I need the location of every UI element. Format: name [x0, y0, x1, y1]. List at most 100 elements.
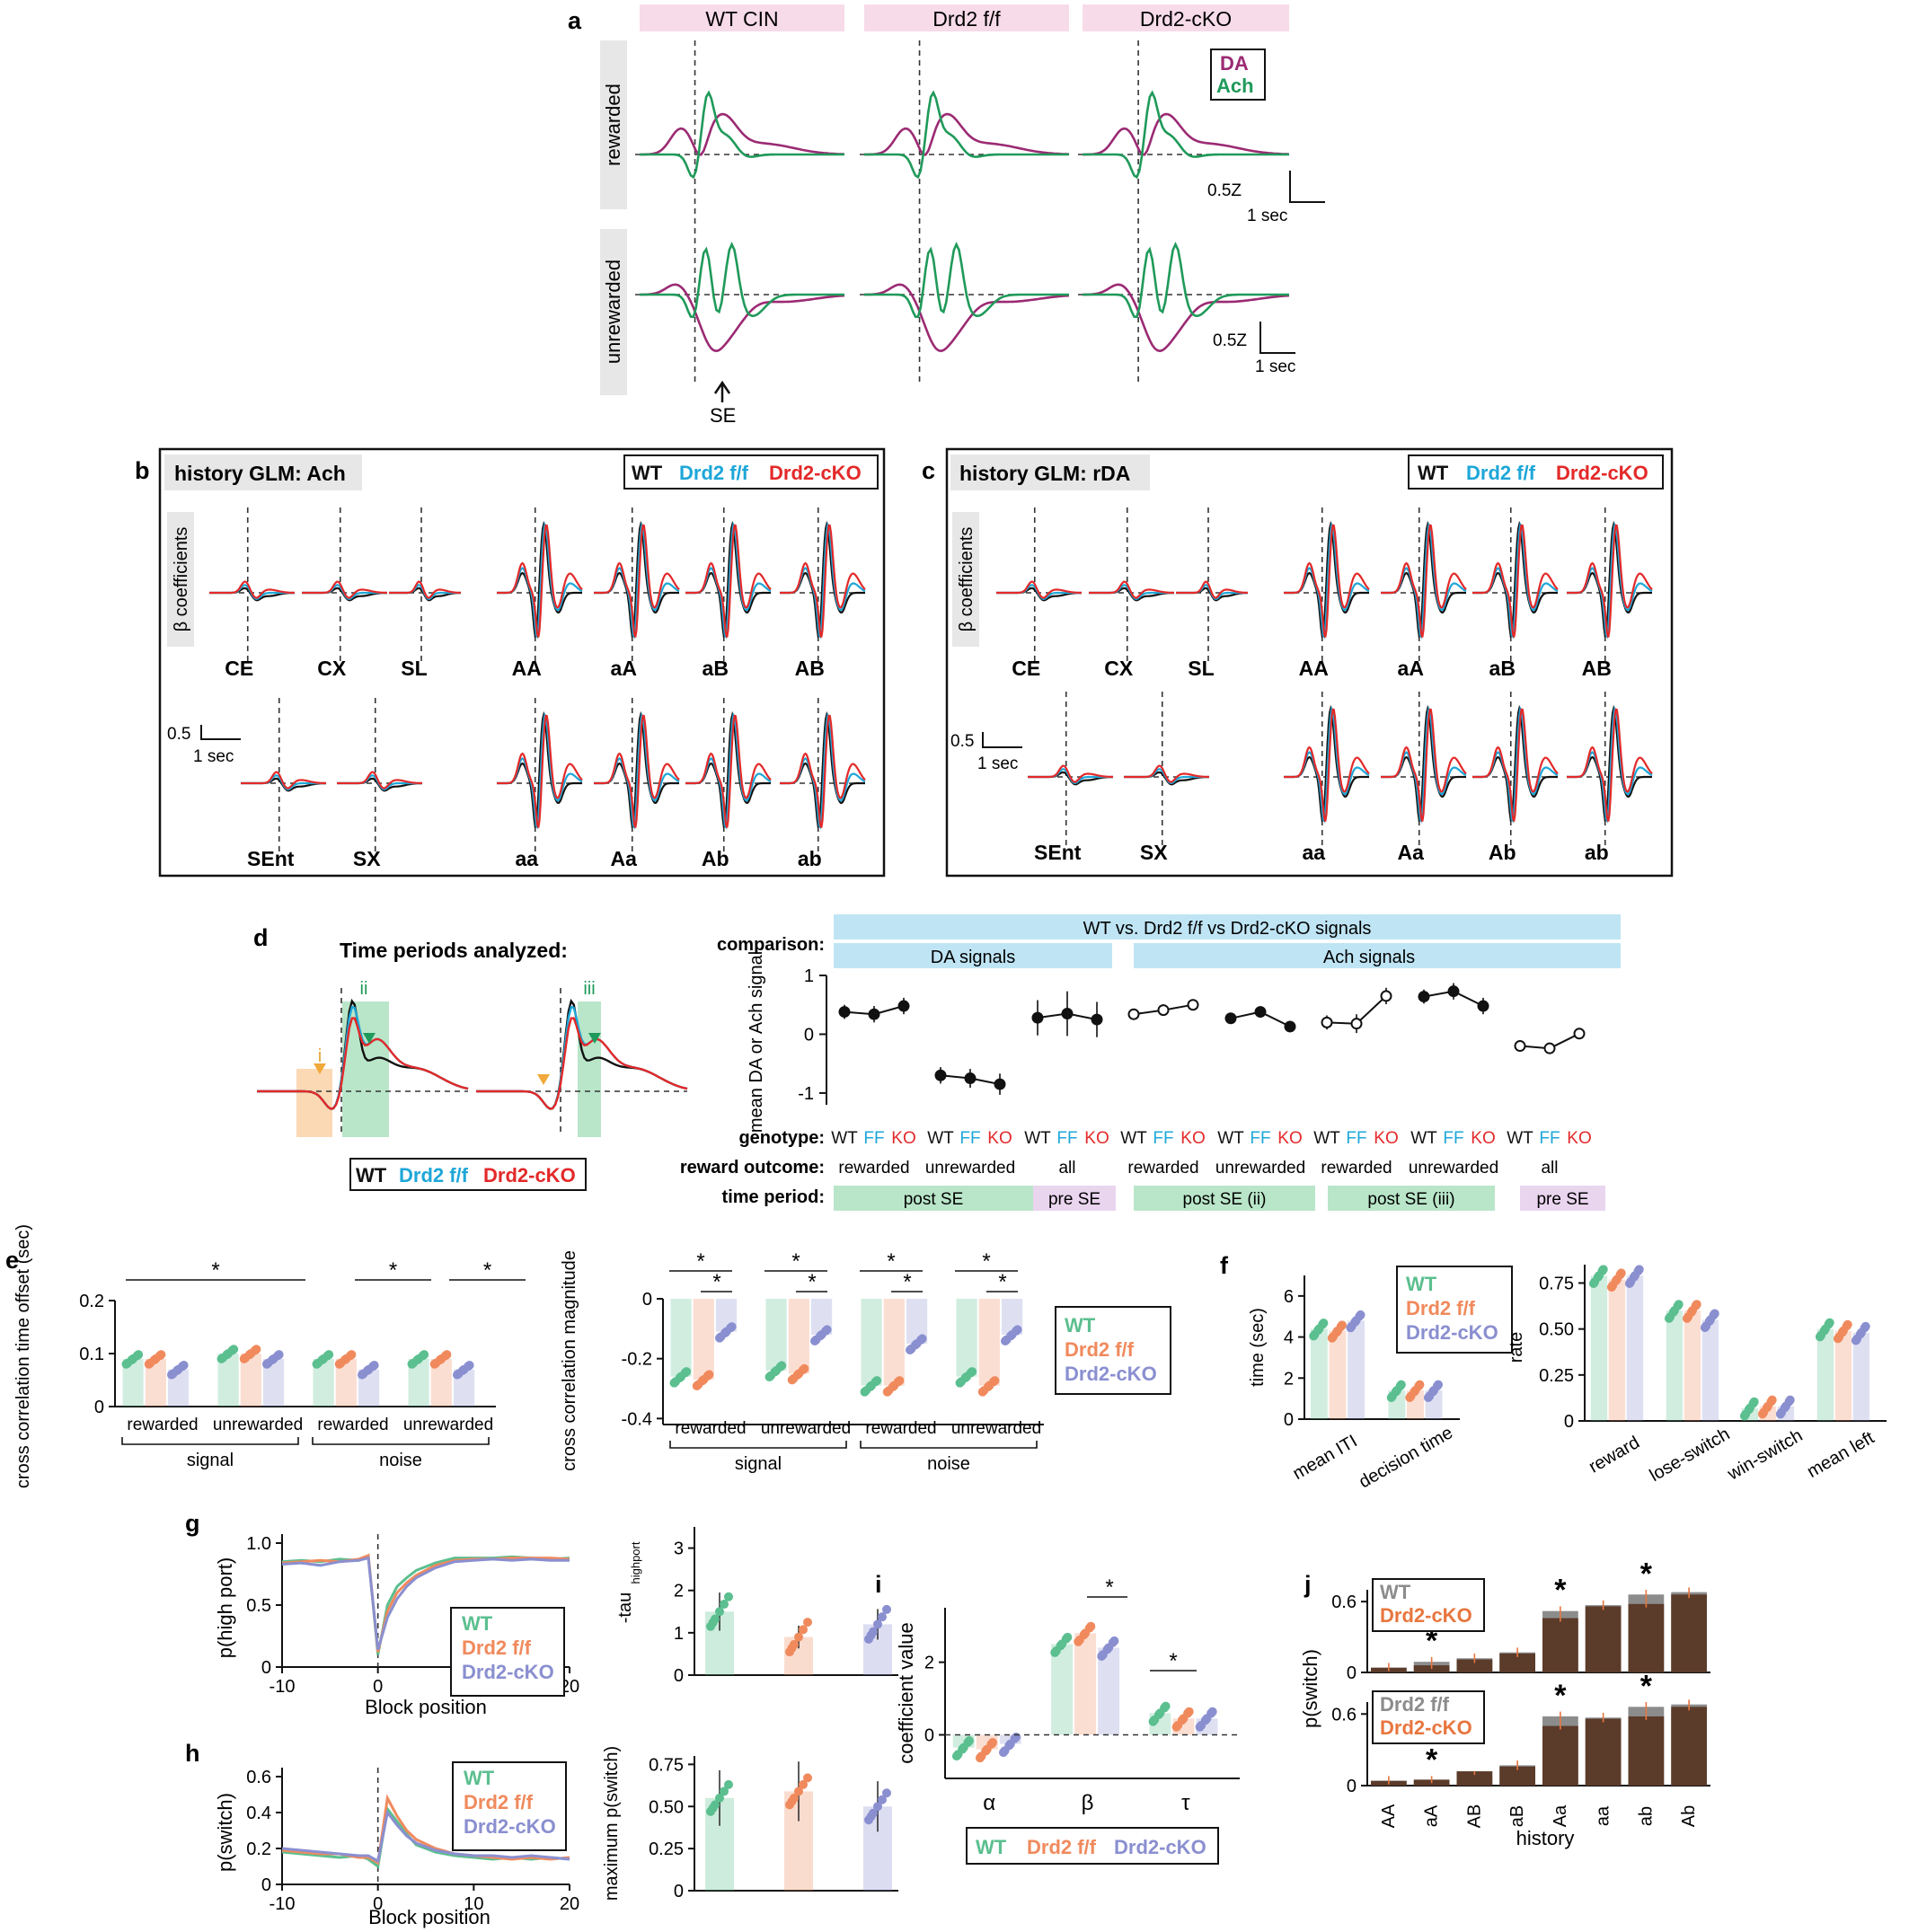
panel-j-bottom-bar-b-4 — [1542, 1725, 1578, 1786]
panel-f-right-bar-0-0 — [1590, 1275, 1608, 1421]
panel-d-genotype-2-0: WT — [1024, 1129, 1051, 1148]
panel-d-legend-ff: Drd2 f/f — [399, 1164, 469, 1187]
panel-h-legend-1: Drd2 f/f — [464, 1791, 534, 1813]
panel-f-right-dot-0-0-3 — [1590, 1277, 1600, 1287]
panel-e-1-group-3: unrewarded — [951, 1419, 1041, 1438]
row-label-box-unrewarded — [600, 229, 627, 395]
panel-e-left-bar-1-1 — [240, 1354, 261, 1407]
panel_c-trace-r1-5-2 — [1472, 524, 1559, 638]
panel-f-right-bar-1-3 — [1834, 1330, 1852, 1421]
panel-f-right-yticklabel-1: 0.50 — [1539, 1320, 1574, 1340]
panel-c-legend-box — [1408, 454, 1664, 490]
panel-a-da-trace-0-1 — [640, 283, 845, 353]
panel-d-rowlabel-2: time period: — [722, 1187, 825, 1207]
panel-g-bar-yticklabel-0: 3 — [674, 1539, 684, 1559]
panel_c-label-r1-5: aB — [1489, 657, 1516, 680]
panel-d-genotype-3-2: KO — [1180, 1129, 1205, 1148]
panel-e-left-ylabel: cross correlation time offset (sec) — [13, 1224, 33, 1488]
panel-a-da-trace-2-1 — [1083, 283, 1290, 353]
panel-e-left-yticklabel-1: 0.1 — [79, 1345, 104, 1364]
panel-d-genotype-7-2: KO — [1567, 1129, 1591, 1148]
panel-i-dot-0-0-4 — [959, 1742, 968, 1752]
panel-d-legend-wt: WT — [356, 1164, 387, 1187]
panel_b-label-r2-5: ab — [798, 847, 822, 870]
panel_c-label-r1-2: SL — [1188, 657, 1214, 680]
panel-g-bar-ylabel: -tau — [615, 1592, 635, 1623]
panel-f-right-dot-2-1-4 — [1705, 1315, 1715, 1325]
panel_b-label-r2-1: SX — [353, 847, 381, 870]
panel-d-point-7-1 — [1543, 1042, 1556, 1054]
panel-i-dot-2-0-4 — [1005, 1739, 1015, 1749]
panel-f-right-dot-1-2-3 — [1759, 1407, 1769, 1417]
panel-d-period-3: post SE (iii) — [1367, 1190, 1454, 1209]
panel-f-right-dot-2-1-5 — [1710, 1309, 1719, 1319]
panel-g-line-series-2 — [281, 1556, 570, 1651]
panel-j-cat-0: AA — [1379, 1804, 1399, 1828]
panel-e-left-yticklabel-0: 0.2 — [79, 1292, 104, 1311]
panel-f-right-dot-2-3-3 — [1852, 1334, 1862, 1344]
panel-h-bar-dot-2-2 — [873, 1802, 882, 1812]
panel-c-scale-bar — [982, 732, 1022, 748]
panel-i-yticklabel-0: 2 — [924, 1654, 934, 1673]
panel-d-point-3-1 — [1157, 1004, 1170, 1017]
panel-d-period-box-2 — [1134, 1186, 1315, 1211]
panel-f-left-bar-0-0 — [1310, 1328, 1328, 1419]
panel-h-ylabel: p(switch) — [214, 1793, 236, 1872]
panel-b-ylabel-box — [167, 512, 194, 647]
panel-i-yticklabel-1: 0 — [924, 1725, 934, 1745]
panel-h-bar-yticklabel-2: 0.25 — [649, 1839, 684, 1859]
panel-d-genotype-6-1: FF — [1443, 1129, 1463, 1148]
panel-e-0-group-3: unrewarded — [403, 1416, 493, 1434]
panel-e-right-yticklabel-0: 0 — [642, 1290, 652, 1310]
panel-h-bar-dot-0-5 — [708, 1804, 718, 1813]
panel-i-cat-2: τ — [1181, 1791, 1190, 1815]
scale-bar-a-rewarded — [1289, 171, 1325, 203]
panel_c-trace-r2-3-2 — [1381, 708, 1467, 822]
panel_b-trace-r2-0-2 — [241, 771, 327, 790]
panel-e-left-dot-2-1-5 — [274, 1350, 284, 1360]
comparison-da: DA signals — [931, 948, 1016, 967]
panel-d-point-1-1 — [964, 1072, 977, 1085]
panel-i-dot-2-1-5 — [1109, 1636, 1119, 1645]
panel-d-outcome-1: unrewarded — [925, 1159, 1015, 1178]
panel-d-point-7-0 — [1514, 1040, 1526, 1053]
panel-e-right-dot-0-0-5 — [682, 1367, 692, 1377]
panel-d-point-3-2 — [1187, 999, 1199, 1011]
panel-j-bottom-star-2: * — [1640, 1669, 1653, 1703]
panel-a-ach-trace-1-1 — [864, 241, 1069, 319]
panel-d-outcome-4: unrewarded — [1215, 1159, 1305, 1178]
panel-j-cat-5: aa — [1594, 1805, 1613, 1826]
panel-g-bar-dot-2-5 — [866, 1630, 876, 1640]
panel-e-right-bar-0-1 — [765, 1299, 787, 1371]
panel-g-ylabel: p(high port) — [214, 1557, 236, 1659]
panel-h-legend-2: Drd2-cKO — [464, 1815, 556, 1838]
panel-h-line-xticklabel-1: 0 — [373, 1894, 383, 1914]
panel-d-point-2-0 — [1031, 1011, 1044, 1024]
panel-e-0-group-0: rewarded — [127, 1416, 198, 1434]
panel-f-right-dot-2-0-3 — [1626, 1277, 1636, 1287]
panel-i-dot-0-2-4 — [1155, 1708, 1165, 1718]
panel-j-top-bar-b-7 — [1671, 1594, 1707, 1672]
column-header-box-drd2-ff — [864, 4, 1069, 31]
panel-a-da-trace-2-0 — [1083, 112, 1290, 156]
panel-j-top-legend-box — [1372, 1578, 1485, 1632]
panel-j-top-bar-b-6 — [1628, 1603, 1665, 1672]
panel-e-left-bar-1-2 — [335, 1358, 357, 1407]
panel-h-line-series-2 — [281, 1809, 570, 1864]
panel-d-outcome-7: all — [1541, 1159, 1558, 1178]
panel-f-legend-0: WT — [1406, 1273, 1437, 1295]
panel-d-point-1-2 — [994, 1078, 1006, 1090]
panel-g-legend-2: Drd2-cKO — [462, 1661, 554, 1683]
panel-j-bottom-star-1: * — [1554, 1679, 1567, 1713]
panel-i-legend-2: Drd2-cKO — [1114, 1836, 1206, 1858]
panel-b-frame — [158, 447, 886, 878]
panel_b-label-r2-3: Aa — [611, 847, 638, 870]
period-i-box — [296, 1069, 332, 1137]
panel-i-dot-0-0-5 — [964, 1736, 974, 1746]
panel-j-bottom-legend-1: Drd2-cKO — [1380, 1716, 1472, 1739]
panel-f-right-dot-2-2-3 — [1777, 1407, 1787, 1417]
panel-letter-f: f — [1220, 1252, 1229, 1279]
panel-e-1-group-2: rewarded — [865, 1419, 936, 1438]
panel-f-right-bar-2-3 — [1852, 1332, 1870, 1421]
